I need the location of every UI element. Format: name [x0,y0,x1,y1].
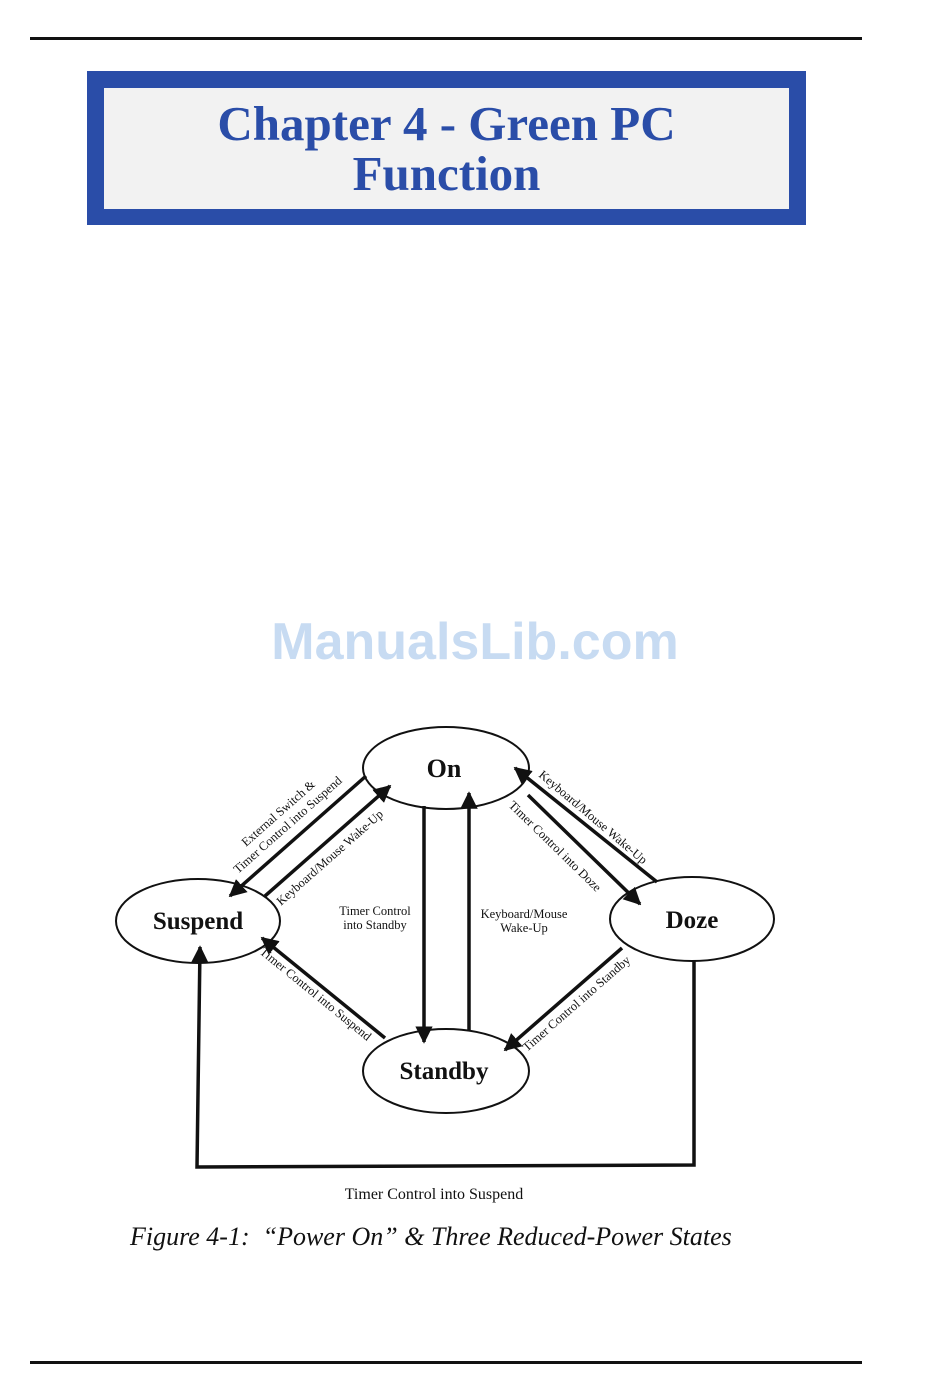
chapter-title-box: Chapter 4 - Green PC Function [87,71,806,225]
arrow-on-to-suspend [228,774,368,898]
label-timer-into-standby-line-2: into Standby [343,918,407,932]
arrow-doze-to-suspend [191,945,696,1169]
label-timer-doze-to-standby: Timer Control into Standby [520,952,634,1054]
arrow-suspend-to-on [263,784,392,898]
label-timer-doze-to-suspend: Timer Control into Suspend [345,1186,524,1203]
figure-caption: Figure 4-1: “Power On” & Three Reduced-P… [130,1222,732,1251]
arrow-doze-to-on [513,766,659,884]
top-rule [30,37,862,40]
arrow-doze-to-standby [503,946,624,1052]
bottom-rule [30,1361,862,1364]
chapter-title-panel: Chapter 4 - Green PC Function [104,88,789,209]
state-standby-label: Standby [400,1058,489,1085]
arrow-standby-to-suspend [260,936,387,1040]
state-doze-ellipse [609,876,775,962]
label-timer-standby-to-suspend: Timer Control into Suspend [257,944,375,1043]
state-suspend-label: Suspend [153,908,243,935]
power-state-diagram: On Suspend Doze Standby External Switch … [115,726,775,1203]
arrow-on-to-doze [526,793,642,906]
watermark: ManualsLib.com [271,613,679,671]
chapter-title-line-2: Function [352,145,541,201]
state-standby-ellipse [362,1028,530,1114]
chapter-title-line-1: Chapter 4 - Green PC [217,95,676,151]
state-suspend-ellipse [115,878,281,964]
state-on-label: On [427,754,462,783]
label-keyboard-standby-to-on-line-1: Keyboard/Mouse [481,907,568,921]
label-keyboard-standby-to-on-line-2: Wake-Up [500,921,548,935]
state-doze-label: Doze [666,907,719,934]
label-timer-into-standby-line-1: Timer Control [339,904,411,918]
